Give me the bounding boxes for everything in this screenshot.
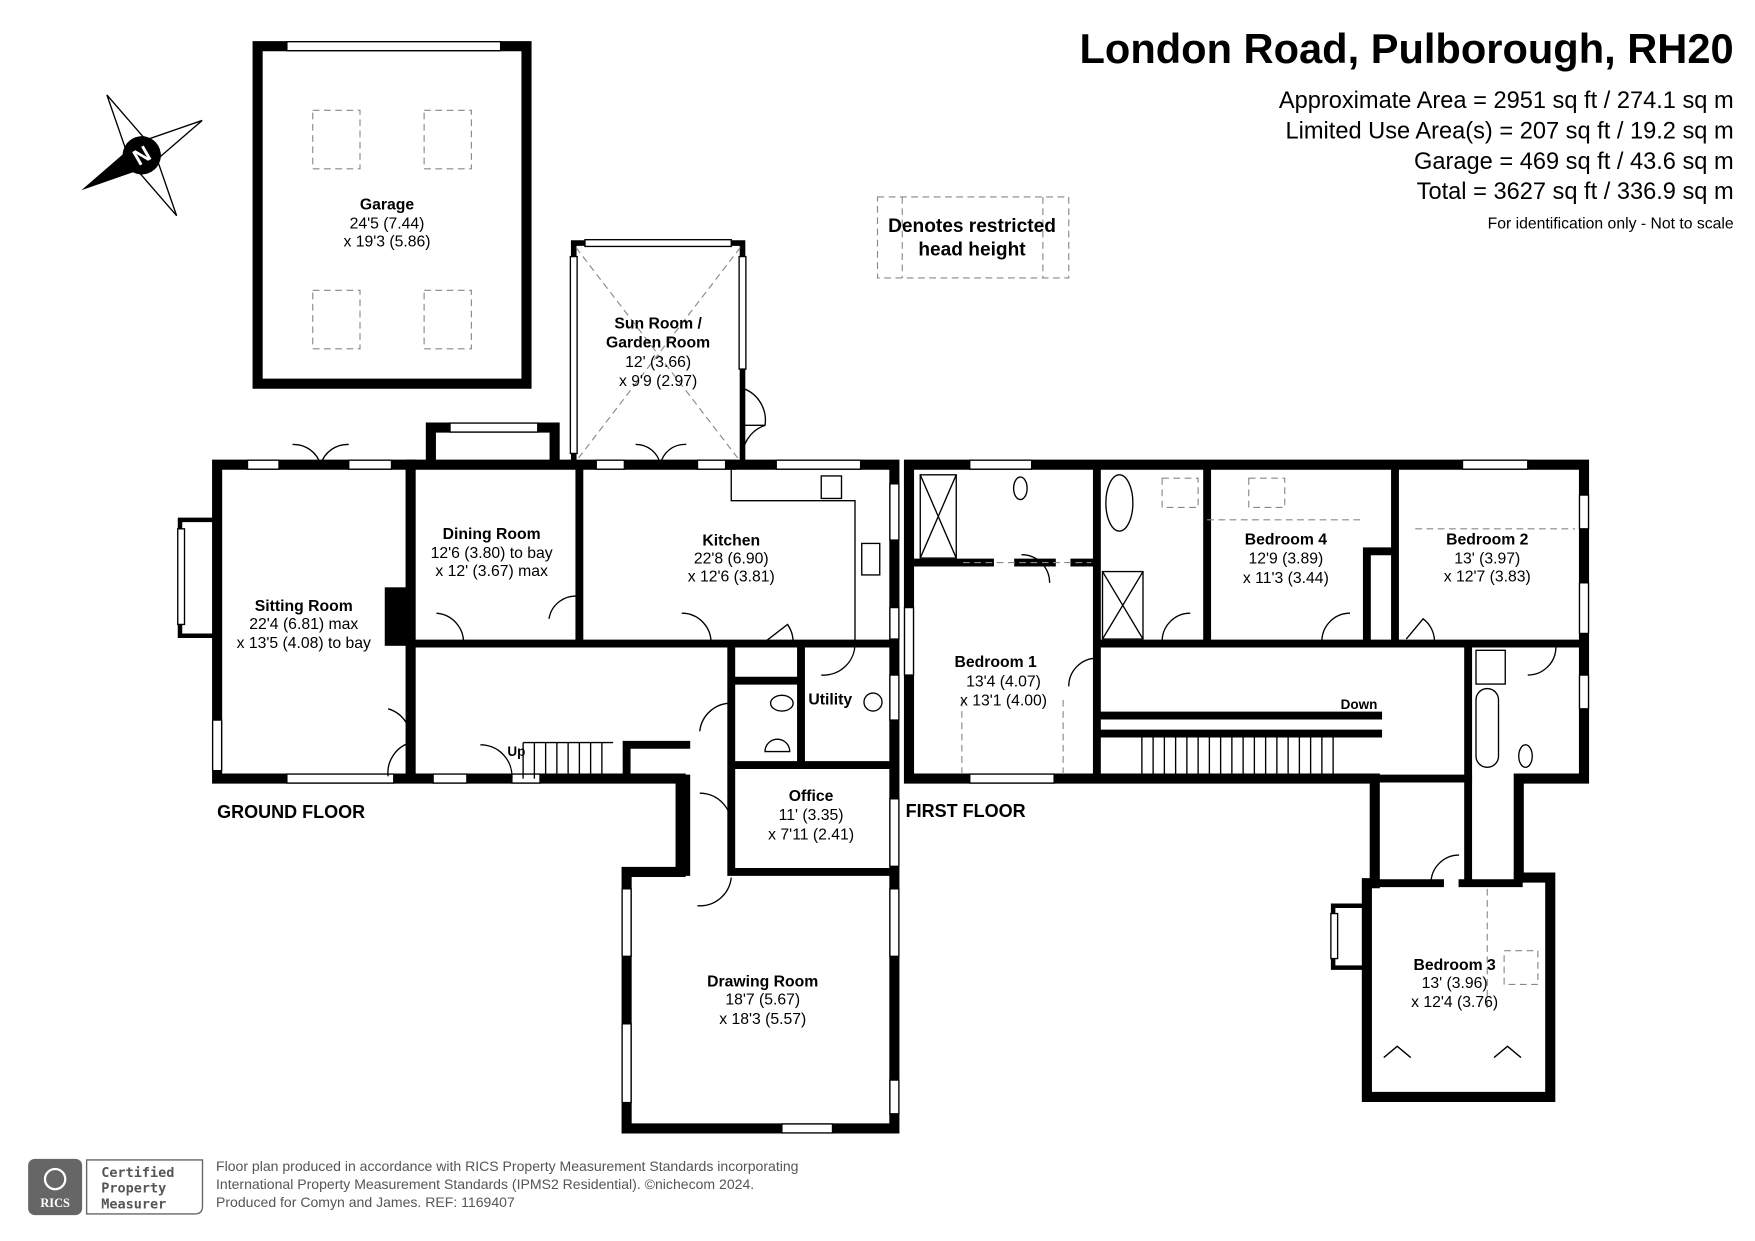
shower-icon	[1101, 570, 1144, 640]
total-area: Total = 3627 sq ft / 336.9 sq m	[1417, 179, 1734, 205]
room-name: Garage	[360, 196, 415, 213]
legend-text: head height	[918, 239, 1026, 260]
room-name: Bedroom 3	[1413, 957, 1496, 974]
room-name: Utility	[808, 691, 852, 708]
legend-text: Denotes restricted	[888, 216, 1056, 237]
garage: Garage 24'5 (7.44) x 19'3 (5.86)	[252, 41, 532, 389]
limited-use-area: Limited Use Area(s) = 207 sq ft / 19.2 s…	[1285, 118, 1733, 144]
first-floor-label: FIRST FLOOR	[906, 801, 1026, 821]
room-dimension: x 13'1 (4.00)	[960, 692, 1047, 709]
first-floor-plan: Down Bedroom 1 13'4 (4.07) x 13'1 (4.00)…	[903, 459, 1590, 1102]
disclaimer: For identification only - Not to scale	[1488, 215, 1734, 232]
room-dimension: x 12'4 (3.76)	[1411, 994, 1498, 1011]
badge-text: Property	[101, 1181, 166, 1197]
room-name: Bedroom 2	[1446, 532, 1529, 549]
sink-icon	[820, 475, 843, 500]
room-dimension: 12'9 (3.89)	[1248, 551, 1323, 568]
bath-icon	[1105, 474, 1134, 532]
room-name: Kitchen	[702, 533, 760, 550]
toilet-icon	[1518, 744, 1533, 768]
compass-icon: N	[81, 94, 203, 217]
room-dimension: 18'7 (5.67)	[725, 992, 800, 1009]
room-name: Bedroom 4	[1245, 532, 1328, 549]
room-name: Sun Room /	[614, 316, 702, 333]
room-name: Bedroom 1	[954, 654, 1037, 671]
room-dimension: 22'4 (6.81) max	[249, 616, 358, 633]
room-dimension: x 9'9 (2.97)	[619, 373, 697, 390]
room-dimension: x 12'6 (3.81)	[688, 569, 775, 586]
stairs-down-label: Down	[1341, 697, 1378, 712]
room-dimension: x 12'7 (3.83)	[1444, 569, 1531, 586]
room-dimension: x 7'11 (2.41)	[768, 826, 854, 843]
ground-floor-plan: Up Sun Room / Garden Room 12' (3.66) x 9…	[177, 239, 900, 1134]
room-dimension: 11' (3.35)	[779, 807, 844, 824]
restricted-height-legend: Denotes restricted head height	[876, 196, 1070, 279]
room-dimension: 22'8 (6.90)	[694, 551, 769, 568]
room-name: Drawing Room	[707, 974, 818, 991]
toilet-icon	[769, 694, 794, 712]
room-name: Dining Room	[443, 526, 541, 543]
room-name: Office	[789, 788, 834, 805]
room-dimension: 13'4 (4.07)	[966, 673, 1041, 690]
shower-icon	[919, 474, 957, 559]
room-dimension: 13' (3.97)	[1454, 551, 1520, 568]
footer: RICS Certified Property Measurer Floor p…	[28, 1158, 798, 1216]
room-dimension: x 11'3 (3.44)	[1243, 570, 1329, 587]
footer-text: Produced for Comyn and James. REF: 11694…	[216, 1194, 515, 1210]
bath-icon	[1475, 687, 1500, 768]
rics-badge: RICS Certified Property Measurer	[28, 1158, 204, 1216]
badge-text: Measurer	[101, 1196, 166, 1212]
room-dimension: 12'6 (3.80) to bay	[431, 545, 553, 562]
basin-icon	[764, 738, 791, 753]
rics-lion-icon	[43, 1167, 67, 1191]
footer-text: Floor plan produced in accordance with R…	[216, 1158, 798, 1174]
ground-floor-label: GROUND FLOOR	[217, 802, 365, 822]
room-name: Garden Room	[606, 335, 710, 352]
toilet-icon	[1012, 476, 1028, 501]
room-dimension: 12' (3.66)	[625, 354, 691, 371]
room-dimension: 13' (3.96)	[1422, 975, 1488, 992]
washing-machine-icon	[863, 692, 883, 712]
badge-text: Certified	[101, 1165, 174, 1181]
room-name: Sitting Room	[255, 598, 353, 615]
shower-icon	[1475, 649, 1506, 685]
room-dimension: x 18'3 (5.57)	[719, 1011, 806, 1028]
room-dimension: x 13'5 (4.08) to bay	[237, 635, 371, 652]
stairs-up-label: Up	[507, 744, 525, 759]
rics-text: RICS	[40, 1196, 70, 1210]
property-title: London Road, Pulborough, RH20	[1079, 25, 1733, 72]
room-dimension: x 19'3 (5.86)	[343, 233, 430, 250]
room-dimension: x 12' (3.67) max	[435, 563, 548, 580]
approximate-area: Approximate Area = 2951 sq ft / 274.1 sq…	[1279, 88, 1734, 114]
garage-area: Garage = 469 sq ft / 43.6 sq m	[1414, 149, 1734, 175]
room-dimension: 24'5 (7.44)	[350, 215, 425, 232]
hob-icon	[861, 542, 881, 576]
header: London Road, Pulborough, RH20 Approximat…	[1079, 25, 1733, 232]
footer-text: International Property Measurement Stand…	[216, 1176, 754, 1192]
